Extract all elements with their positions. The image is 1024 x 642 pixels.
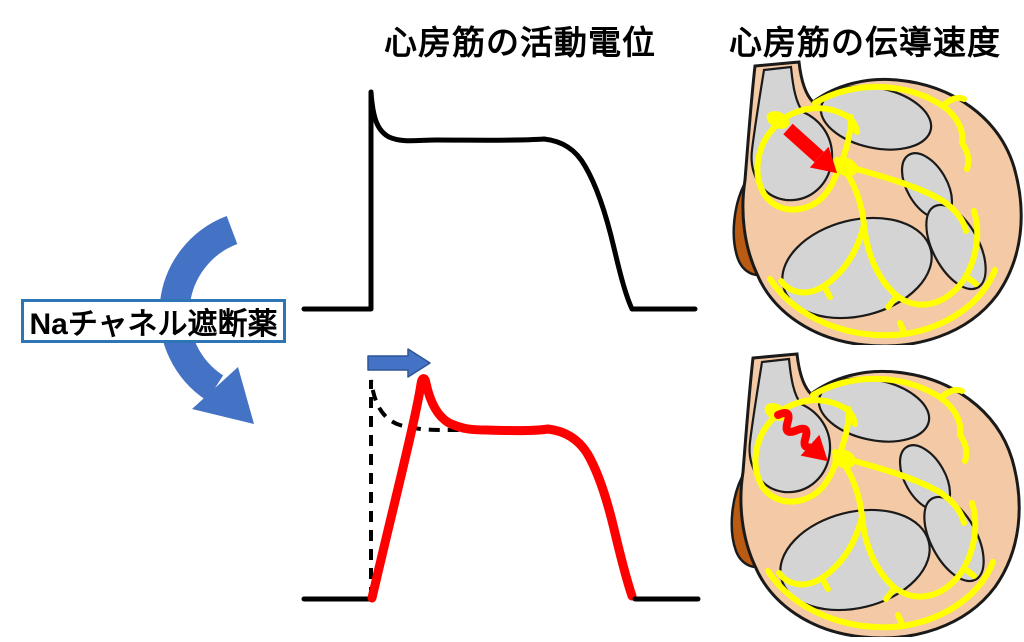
fast-arrow-shaft	[783, 123, 824, 163]
shift-arrow-shape	[367, 348, 431, 378]
normal-action-potential-plot	[301, 89, 698, 312]
heart-slowed-conduction	[698, 347, 1022, 637]
blocked-action-potential-curve	[367, 374, 637, 603]
heart-normal-conduction	[700, 55, 1024, 345]
slow-arrow-head	[800, 434, 828, 462]
blocked-action-potential-plot	[301, 348, 701, 603]
title-action-potential: 心房筋の活動電位	[384, 24, 656, 61]
drug-label: Naチャネル遮断薬	[29, 308, 278, 341]
slow-arrow-squiggle	[774, 409, 814, 452]
fast-arrow-head	[809, 146, 838, 174]
rightward-shift-arrow-icon	[367, 348, 431, 378]
slow-conduction-arrow-icon	[774, 409, 828, 462]
curved-arrow-head	[192, 367, 254, 424]
normal-action-potential-curve	[301, 89, 698, 312]
fast-conduction-arrow-icon	[783, 123, 838, 174]
original-upstroke-dashed	[369, 379, 475, 598]
drug-label-box: Naチャネル遮断薬	[21, 299, 286, 343]
title-conduction-velocity: 心房筋の伝導速度	[729, 24, 1001, 61]
